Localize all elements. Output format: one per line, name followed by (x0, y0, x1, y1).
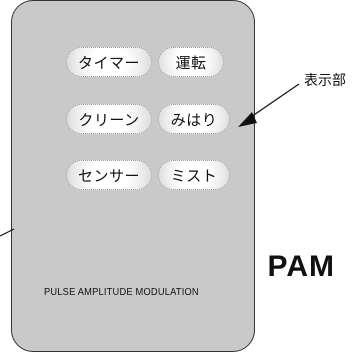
sensor-button[interactable]: センサー (66, 160, 152, 190)
callout-leader-line (247, 83, 300, 120)
callout-arrowhead (238, 112, 257, 127)
display-callout-label: 表示部 (304, 73, 346, 89)
pam-logo: PAM (267, 250, 335, 283)
timer-button[interactable]: タイマー (66, 47, 152, 77)
operation-button[interactable]: 運転 (158, 47, 224, 77)
mist-button[interactable]: ミスト (158, 160, 230, 190)
left-leader-line (0, 228, 15, 237)
clean-button[interactable]: クリーン (66, 104, 152, 134)
watch-button[interactable]: みはり (158, 104, 230, 134)
logo-tagline: PULSE AMPLITUDE MODULATION (44, 286, 199, 297)
